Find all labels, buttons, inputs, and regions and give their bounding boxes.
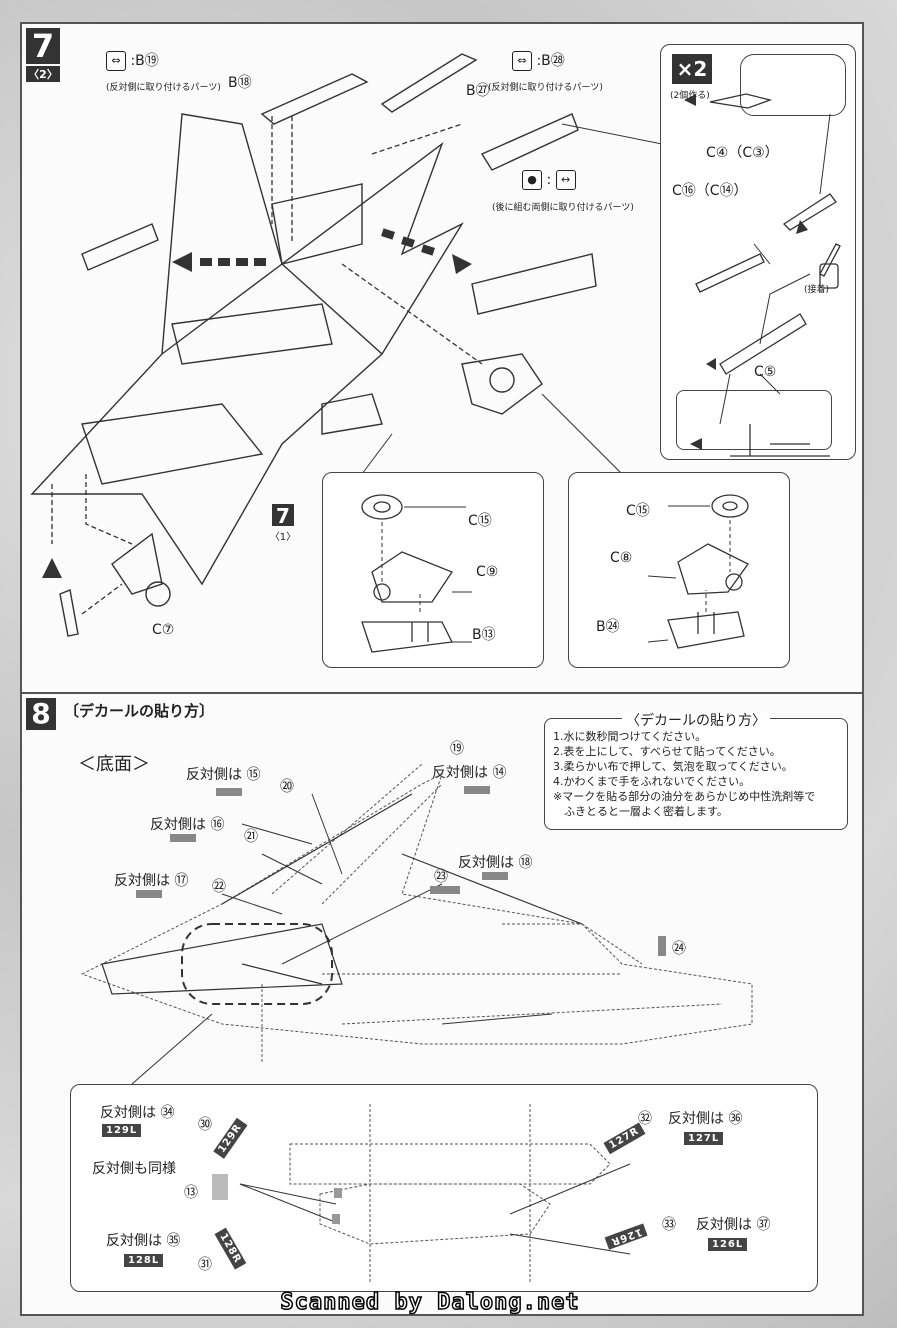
decal-label-r16: 反対側は ⑯ (150, 817, 225, 833)
detail-label-n13: ⑬ (184, 1185, 198, 1201)
part-c16-c14: C⑯（C⑭） (672, 183, 748, 199)
decal-instructions-box: 〈デカールの貼り方〉 1.水に数秒間つけてください。 2.表を上にして、すべらせ… (544, 713, 848, 830)
decal-tag-127l: 127L (684, 1132, 724, 1145)
wheel-icon: ● (522, 170, 542, 190)
decal-label-n22: ㉒ (212, 879, 226, 895)
decal-detail-box (70, 1084, 818, 1292)
decal-detail-illustration (239, 1104, 631, 1284)
part-b18: B⑱ (228, 75, 252, 91)
flip-arrows-icon: ⇔ (106, 51, 126, 71)
part-c8: C⑧ (610, 550, 633, 566)
icon-c-caption: (後に組む両側に取り付けるパーツ) (492, 203, 634, 213)
decal-tag-129l: 129L (102, 1124, 142, 1137)
instruction-sheet: 7 〈2〉 ⇔ :B⑲ (反対側に取り付けるパーツ) ⇔ :B㉘ (反対側に取り… (20, 22, 864, 1316)
icon-c-label: ● : ↔ (522, 170, 576, 190)
decal-instructions-title: 〈デカールの貼り方〉 (622, 713, 770, 729)
decal-instructions-list: 1.水に数秒間つけてください。 2.表を上にして、すべらせて貼ってください。 3… (545, 719, 847, 819)
instruction-item: 4.かわくまで手をふれないでください。 (553, 775, 751, 788)
missile-detail-bubble (740, 54, 846, 116)
section-divider (22, 692, 862, 694)
decal-label-n19: ⑲ (450, 741, 464, 757)
glue-caption: (接着) (804, 285, 830, 295)
both-sides-icon: ↔ (555, 170, 576, 190)
part-b27: B㉗ (466, 83, 490, 99)
decal-label-n23: ㉓ (434, 869, 448, 885)
detail-label-same: 反対側も同様 (92, 1161, 176, 1177)
landing-gear-parts-left (361, 494, 472, 653)
make-two-badge: ×2 (672, 54, 712, 84)
aircraft-assembly-illustration: 7 〈1〉 (30, 53, 663, 637)
part-c9: C⑨ (476, 564, 499, 580)
step-7-number: 7 (26, 28, 60, 64)
decal-tag-128l: 128L (124, 1254, 164, 1267)
detail-label-n33: ㉝ (662, 1217, 676, 1233)
decal-gray-block (212, 1174, 228, 1200)
part-c15-left: C⑮ (468, 513, 492, 529)
part-c4-c3: C④（C③） (706, 145, 779, 161)
part-c15-right: C⑮ (626, 503, 650, 519)
missile-parts-illustration (684, 93, 841, 457)
detail-label-r37: 反対側は ㊲ (696, 1217, 771, 1233)
part-b24: B㉔ (596, 619, 620, 635)
decal-label-r15: 反対側は ⑮ (186, 767, 261, 783)
icon-b-label: ⇔ :B㉘ (512, 50, 565, 71)
icon-a-label: ⇔ :B⑲ (106, 50, 159, 71)
decal-label-n21: ㉑ (244, 829, 258, 845)
landing-gear-detail-box-right (568, 472, 790, 668)
detail-label-r36: 反対側は ㊱ (668, 1111, 743, 1127)
bottom-view-label: ＜底面＞ (78, 754, 150, 775)
detail-label-n30: ㉚ (198, 1117, 212, 1133)
instruction-item: ふきとると一層よく密着します。 (553, 805, 728, 818)
landing-gear-detail-box-left (322, 472, 544, 668)
step-8-number: 8 (26, 698, 56, 730)
decal-tag-126l: 126L (708, 1238, 748, 1251)
decal-label-r17: 反対側は ⑰ (114, 873, 189, 889)
part-b13: B⑬ (472, 627, 496, 643)
step-7-1-number: 7 (276, 504, 290, 528)
aircraft-bottom-view-illustration (80, 763, 753, 1085)
instruction-item: 3.柔らかい布で押して、気泡を取ってください。 (553, 760, 793, 773)
instruction-item: ※マークを貼る部分の油分をあらかじめ中性洗剤等で (553, 790, 816, 803)
detail-label-n31: ㉛ (198, 1257, 212, 1273)
decal-label-r18: 反対側は ⑱ (458, 855, 533, 871)
scanned-by-footer: Scanned by Dalong.net (280, 1289, 580, 1316)
make-two-caption: (2個作る) (670, 91, 710, 101)
flip-arrows-icon: ⇔ (512, 51, 532, 71)
part-c5: C⑤ (754, 364, 777, 380)
decal-section-title: 〔デカールの貼り方〕 (64, 702, 215, 720)
decal-label-r14: 反対側は ⑭ (432, 765, 507, 781)
decal-label-n20: ⑳ (280, 779, 294, 795)
detail-label-r35: 反対側は ㉟ (106, 1233, 181, 1249)
detail-label-n32: ㉜ (638, 1111, 652, 1127)
step-7-1-sub: 〈1〉 (270, 531, 296, 543)
decal-label-n24: ㉔ (672, 941, 686, 957)
landing-gear-parts-right (647, 494, 749, 649)
icon-a-caption: (反対側に取り付けるパーツ) (106, 83, 221, 93)
part-c7: C⑦ (152, 622, 175, 638)
icon-b-caption: (反対側に取り付けるパーツ) (488, 83, 603, 93)
detail-label-r34: 反対側は ㉞ (100, 1105, 175, 1121)
instruction-item: 2.表を上にして、すべらせて貼ってください。 (553, 745, 781, 758)
step-7-subnumber: 〈2〉 (26, 66, 60, 82)
instruction-item: 1.水に数秒間つけてください。 (553, 730, 707, 743)
